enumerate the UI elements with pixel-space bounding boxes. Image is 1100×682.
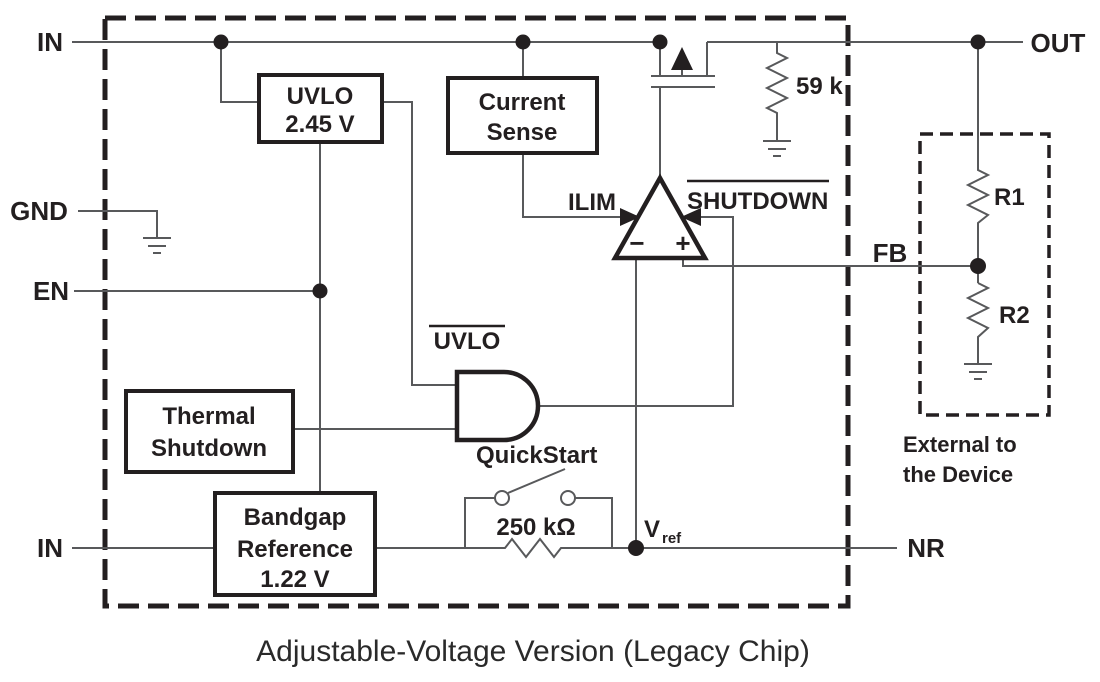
- external-boundary-dashed-box: [918, 132, 1051, 417]
- switch-contact-right: [560, 490, 576, 506]
- bandgap-label-2: Reference: [237, 536, 353, 563]
- resistor-r2-label: R2: [999, 302, 1030, 329]
- thermal-shutdown-label-2: Shutdown: [151, 435, 267, 462]
- switch-lever: [507, 468, 566, 494]
- current-sense-label-2: Sense: [487, 119, 558, 146]
- resistor-59k-label: 59 k: [796, 73, 843, 100]
- wire-current-sense-to-ilim: [522, 153, 621, 218]
- pin-in-top: IN: [37, 27, 63, 57]
- resistor-59k: [763, 42, 791, 157]
- wire-vref-nr: [375, 537, 897, 559]
- current-sense-block: [446, 76, 599, 155]
- wire-gnd: [78, 210, 158, 238]
- pin-nr: NR: [907, 533, 945, 563]
- bandgap-label-1: Bandgap: [244, 504, 347, 531]
- chip-boundary-dashed-box: [102, 15, 851, 609]
- pin-en: EN: [33, 276, 69, 306]
- wire-switch-right: [575, 497, 613, 548]
- junction-dots: [213, 34, 986, 556]
- uvlo-bar-label: UVLO: [434, 328, 501, 355]
- uvlo-block-label-1: UVLO: [287, 83, 354, 110]
- vref-subscript-label: ref: [662, 530, 682, 547]
- external-note-line2: the Device: [903, 462, 1013, 487]
- bandgap-block: [213, 491, 377, 597]
- body-diode-arrow-icon: [671, 47, 693, 70]
- junction-dot: [213, 34, 229, 50]
- current-sense-label-1: Current: [479, 89, 566, 116]
- resistor-250k-label: 250 kΩ: [496, 514, 575, 541]
- external-note-line1: External to: [903, 432, 1017, 457]
- wire-fb: [682, 258, 978, 267]
- wire-in-to-uvlo: [220, 42, 259, 103]
- quickstart-label: QuickStart: [476, 442, 597, 469]
- vref-label: V: [644, 516, 660, 543]
- uvlo-block: [257, 73, 384, 144]
- wire-uvlo-to-and-gate: [382, 101, 457, 386]
- ilim-input-arrow-icon: [620, 208, 640, 226]
- pass-transistor: [651, 42, 715, 178]
- junction-dot: [628, 540, 644, 556]
- thermal-shutdown-block: [124, 389, 295, 474]
- ground-symbol-gnd: [143, 237, 171, 254]
- resistor-r1-label: R1: [994, 184, 1025, 211]
- amp-plus-sign: +: [675, 228, 690, 258]
- pin-gnd: GND: [10, 196, 68, 226]
- ilim-label: ILIM: [568, 189, 616, 216]
- uvlo-block-label-2: 2.45 V: [285, 111, 354, 138]
- junction-dot: [652, 34, 668, 50]
- shutdown-input-arrow-icon: [681, 208, 701, 226]
- bandgap-label-3: 1.22 V: [260, 566, 329, 593]
- figure-caption: Adjustable-Voltage Version (Legacy Chip): [256, 635, 810, 668]
- pin-fb: FB: [873, 238, 908, 268]
- junction-dot: [515, 34, 531, 50]
- resistor-r2: [964, 282, 992, 380]
- pin-out: OUT: [1031, 28, 1086, 58]
- shutdown-bar-label: SHUTDOWN: [687, 188, 828, 215]
- junction-dot: [970, 258, 986, 274]
- and-gate: [454, 369, 541, 443]
- switch-contact-left: [494, 490, 510, 506]
- junction-dot: [312, 283, 328, 299]
- junction-dot: [970, 34, 986, 50]
- thermal-shutdown-label-1: Thermal: [162, 403, 255, 430]
- resistor-r1: [965, 42, 991, 283]
- pin-in-bottom: IN: [37, 533, 63, 563]
- wire-switch-left: [464, 497, 495, 548]
- amp-minus-sign: −: [629, 228, 644, 258]
